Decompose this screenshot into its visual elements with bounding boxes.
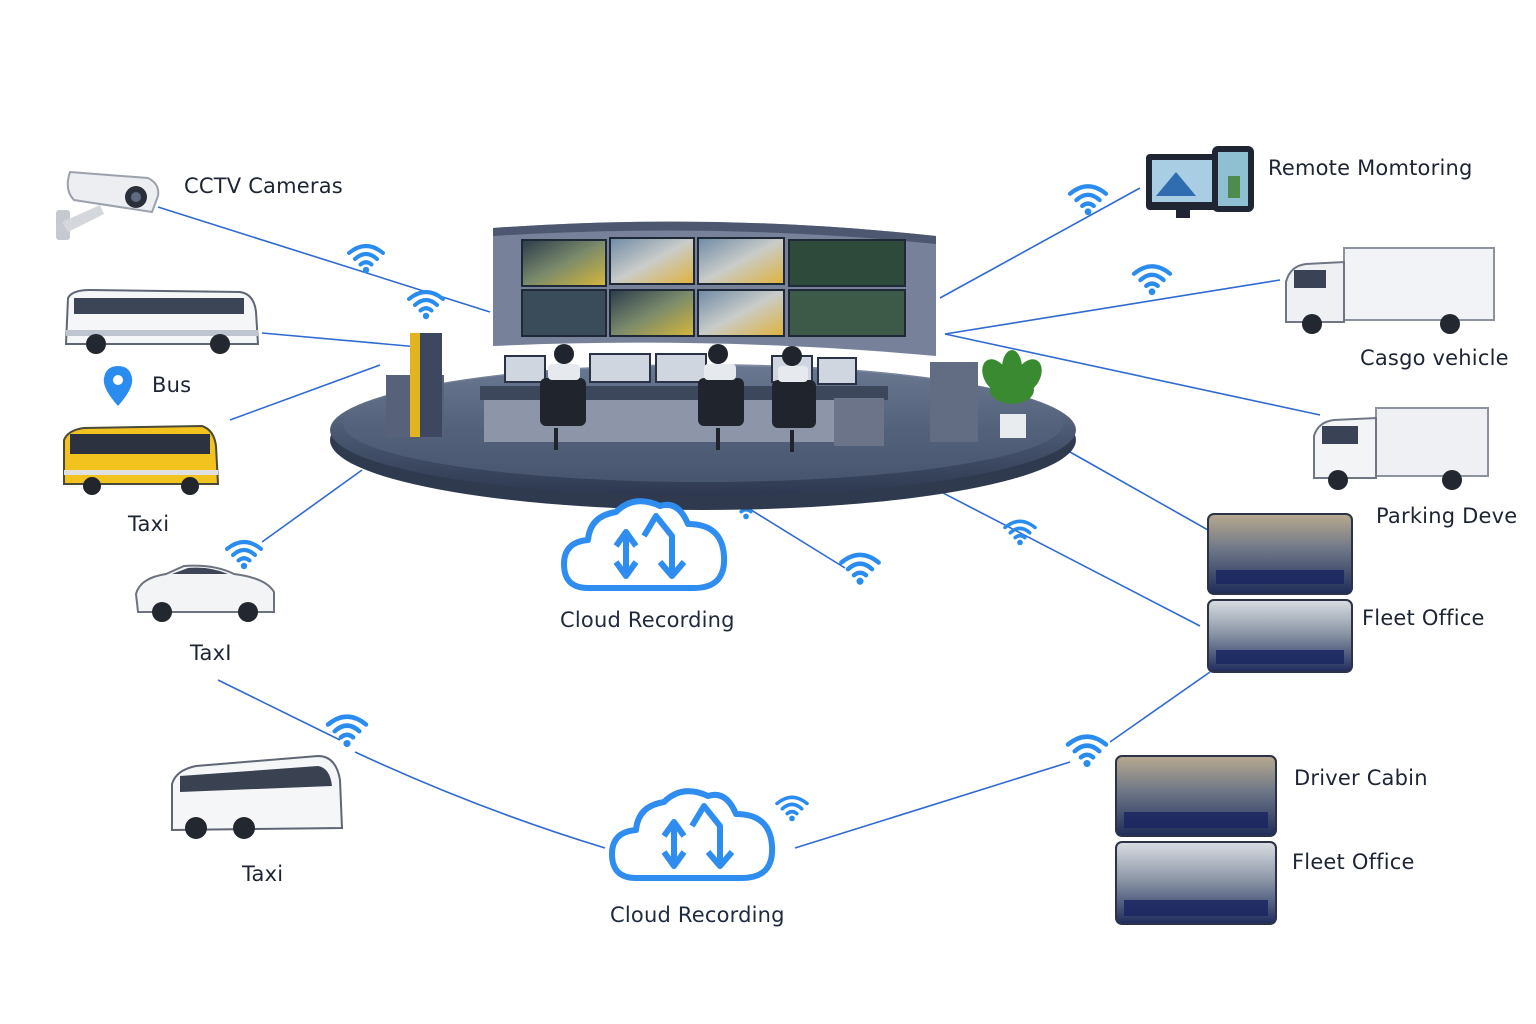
office-photos	[1115, 513, 1353, 925]
cloud-recording-label-1: Cloud Recording	[560, 608, 735, 632]
video-wall-screens	[521, 237, 906, 337]
taxi-label-3: Taxi	[242, 862, 284, 886]
cctv-camera-image	[56, 170, 160, 240]
fleet-office-label-2: Fleet Office	[1292, 850, 1415, 874]
location-pin-icon	[103, 366, 133, 406]
wifi-icon	[1070, 186, 1106, 215]
bus-label: Bus	[152, 373, 192, 397]
cloud-sync-icon	[564, 501, 724, 588]
wifi-icon	[407, 290, 445, 320]
sedan-image	[134, 564, 275, 622]
cctv-label: CCTV Cameras	[184, 174, 343, 198]
yellow-bus-image	[63, 424, 220, 495]
coach-image	[171, 754, 344, 839]
wifi-icon	[328, 717, 366, 747]
bus-image	[64, 288, 260, 354]
taxi-label-2: TaxI	[190, 641, 232, 665]
wifi-icon	[841, 555, 878, 585]
control-room	[330, 221, 1076, 510]
parking-device-label: Parking Deve	[1376, 504, 1518, 528]
cloud-sync-icon	[612, 791, 772, 878]
wifi-icon	[225, 540, 263, 570]
box-truck-image	[1313, 407, 1489, 490]
driver-cabin-label: Driver Cabin	[1294, 766, 1428, 790]
cloud-recording-label-2: Cloud Recording	[610, 903, 785, 927]
wifi-icon	[1134, 266, 1170, 295]
fleet-office-label-1: Fleet Office	[1362, 606, 1485, 630]
wifi-icon	[775, 795, 809, 822]
cargo-truck-image	[1285, 247, 1495, 334]
cargo-vehicle-label: Casgo vehicle	[1360, 346, 1509, 370]
wifi-icon	[1068, 737, 1106, 767]
remote-monitoring-label: Remote Momtoring	[1268, 156, 1473, 180]
connection-lines	[157, 187, 1321, 849]
taxi-label-1: Taxi	[128, 512, 170, 536]
remote-monitor-image	[1146, 146, 1254, 218]
